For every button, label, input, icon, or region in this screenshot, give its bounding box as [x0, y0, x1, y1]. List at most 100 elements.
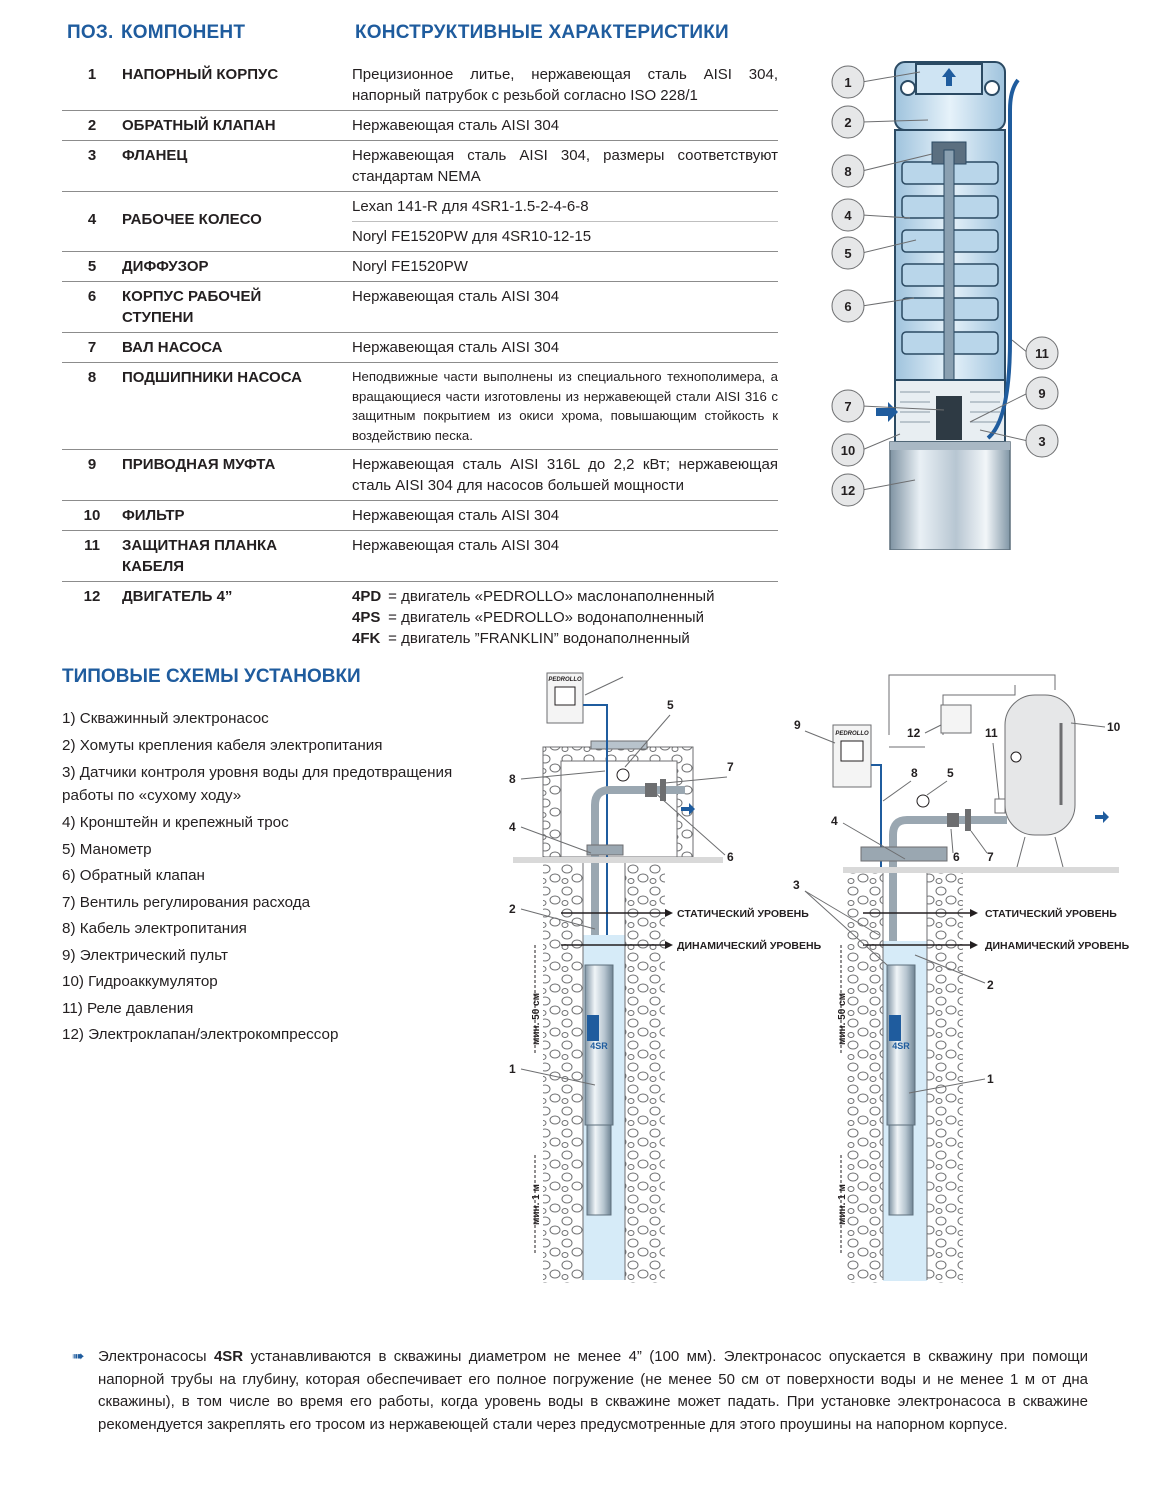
table-row: 3 ФЛАНЕЦ Нержавеющая сталь AISI 304, раз…	[62, 141, 778, 192]
col-pos-header: ПОЗ.	[67, 22, 114, 43]
svg-text:10: 10	[841, 443, 855, 458]
right-label-8: 8	[911, 766, 918, 780]
svg-text:4: 4	[844, 208, 852, 223]
row-pos: 4	[87, 211, 97, 228]
col-component-header: КОМПОНЕНТ	[121, 22, 246, 43]
row-characteristic: Нержавеющая сталь AISI 304	[352, 288, 560, 305]
svg-text:11: 11	[1035, 346, 1049, 361]
right-label-9: 9	[794, 718, 801, 732]
static-level-label-right: СТАТИЧЕСКИЙ УРОВЕНЬ	[985, 907, 1117, 920]
dynamic-level-label-right: ДИНАМИЧЕСКИЙ УРОВЕНЬ	[985, 939, 1130, 952]
row-pos: 11	[84, 537, 100, 554]
left-label-4: 4	[509, 820, 516, 834]
legend-item: 5) Манометр	[62, 840, 152, 858]
row-component: ОБРАТНЫЙ КЛАПАН	[122, 117, 276, 134]
row-component: ПРИВОДНАЯ МУФТА	[122, 456, 276, 473]
right-label-12: 12	[907, 726, 921, 740]
right-label-10: 10	[1107, 720, 1121, 734]
table-row: 1 НАПОРНЫЙ КОРПУС Прецизионное литье, не…	[62, 60, 778, 111]
spec-table: 1 НАПОРНЫЙ КОРПУС Прецизионное литье, не…	[62, 60, 778, 649]
right-label-6: 6	[953, 850, 960, 864]
row-pos: 9	[87, 456, 97, 473]
callout-6: 6	[831, 289, 865, 323]
callout-5: 5	[831, 236, 865, 270]
control-panel-right	[832, 724, 872, 788]
cable-guard	[986, 78, 1020, 440]
right-label-1: 1	[987, 1072, 994, 1086]
legend-item: 4) Кронштейн и крепежный трос	[62, 814, 289, 831]
borehole-pump-right	[886, 964, 916, 1126]
row-pos: 2	[87, 117, 97, 134]
right-label-5: 5	[947, 766, 954, 780]
min-1m-label-left: мин. 1 м	[531, 1184, 542, 1225]
svg-text:9: 9	[1038, 386, 1045, 401]
pump-callouts: 1 2 8 4 5 6 11 7 9 10 3 12	[831, 65, 1059, 507]
svg-text:6: 6	[844, 299, 851, 314]
row-pos: 7	[87, 339, 97, 356]
table-row: 11 ЗАЩИТНАЯ ПЛАНКА КАБЕЛЯ Нержавеющая ст…	[62, 531, 778, 582]
install-legend: 1) Скважинный электронасос 2) Хомуты кре…	[62, 706, 462, 1049]
motor-option: 4PS = двигатель «PEDROLLO» водонаполненн…	[352, 609, 704, 626]
row-pos: 10	[83, 507, 101, 524]
callout-7: 7	[831, 389, 865, 423]
legend-item: 12) Электроклапан/электрокомпрессор	[62, 1026, 339, 1043]
callout-10: 10	[831, 433, 865, 467]
row-component: КОРПУС РАБОЧЕЙ СТУПЕНИ	[122, 288, 262, 326]
row-characteristic: Нержавеющая сталь AISI 304	[352, 507, 560, 524]
row-component: ПОДШИПНИКИ НАСОСА	[122, 369, 302, 386]
pump-mark-right: 4SR	[892, 1041, 910, 1051]
left-label-2: 2	[509, 902, 516, 916]
callout-11: 11	[1025, 336, 1059, 370]
callout-4: 4	[831, 198, 865, 232]
row-component: ЗАЩИТНАЯ ПЛАНКА КАБЕЛЯ	[122, 537, 278, 575]
right-label-3: 3	[793, 878, 800, 892]
svg-text:2: 2	[844, 115, 851, 130]
left-label-1: 1	[509, 1062, 516, 1076]
left-label-8: 8	[509, 772, 516, 786]
row-pos: 8	[87, 369, 97, 386]
pressure-tank	[1004, 694, 1076, 836]
row-pos: 5	[87, 258, 97, 275]
svg-text:3: 3	[1038, 434, 1045, 449]
svg-text:5: 5	[844, 246, 851, 261]
table-row: 12 ДВИГАТЕЛЬ 4” 4PD = двигатель «PEDROLL…	[62, 582, 778, 649]
motor-option: 4PD = двигатель «PEDROLLO» маслонаполнен…	[352, 588, 715, 605]
callout-3: 3	[1025, 424, 1059, 458]
row-pos: 1	[87, 66, 97, 83]
brand-logo-left: PEDROLLO	[548, 677, 582, 683]
svg-text:8: 8	[844, 164, 851, 179]
svg-text:7: 7	[844, 399, 851, 414]
table-row: 6 КОРПУС РАБОЧЕЙ СТУПЕНИ Нержавеющая ста…	[62, 282, 778, 333]
table-row: 10 ФИЛЬТР Нержавеющая сталь AISI 304	[62, 501, 778, 531]
row-characteristic: Прецизионное литье, нержавеющая сталь AI…	[352, 66, 778, 104]
legend-item: 8) Кабель электропитания	[62, 920, 247, 937]
right-label-11: 11	[985, 726, 998, 740]
arrow-right-icon: ➠	[72, 1348, 85, 1365]
legend-item: 3) Датчики контроля уровня воды для пред…	[62, 764, 453, 804]
row-component: ФИЛЬТР	[122, 507, 185, 524]
dynamic-level-label-left: ДИНАМИЧЕСКИЙ УРОВЕНЬ	[677, 939, 822, 952]
brand-logo-right: PEDROLLO	[835, 731, 869, 737]
left-label-6: 6	[727, 850, 734, 864]
row-pos: 12	[83, 588, 101, 605]
table-row: 4 РАБОЧЕЕ КОЛЕСО Lexan 141-R для 4SR1-1.…	[62, 192, 778, 252]
callout-8: 8	[831, 154, 865, 188]
right-label-7: 7	[987, 850, 994, 864]
callout-9: 9	[1025, 376, 1059, 410]
svg-text:12: 12	[841, 483, 855, 498]
install-section-title: ТИПОВЫЕ СХЕМЫ УСТАНОВКИ	[62, 666, 361, 687]
borehole-left-gravel	[543, 863, 583, 1283]
left-label-7: 7	[727, 760, 734, 774]
min-1m-label-right: мин. 1 м	[837, 1184, 848, 1225]
table-row: 5 ДИФФУЗОР Noryl FE1520PW	[62, 252, 778, 282]
static-level-label-left: СТАТИЧЕСКИЙ УРОВЕНЬ	[677, 907, 809, 920]
row-characteristic: Нержавеющая сталь AISI 304	[352, 537, 560, 554]
row-characteristic: Noryl FE1520PW для 4SR10-12-15	[352, 221, 778, 251]
table-row: 7 ВАЛ НАСОСА Нержавеющая сталь AISI 304	[62, 333, 778, 363]
col-characteristics-header: КОНСТРУКТИВНЫЕ ХАРАКТЕРИСТИКИ	[355, 22, 729, 43]
left-installation-diagram: PEDROLLO 4SR СТАТИЧЕСКИЙ УРОВЕНЬ ДИНАМ	[509, 672, 822, 1283]
impeller-stages	[901, 161, 999, 355]
callout-2: 2	[831, 105, 865, 139]
row-characteristic: Нержавеющая сталь AISI 304	[352, 117, 560, 134]
table-row: 9 ПРИВОДНАЯ МУФТА Нержавеющая сталь AISI…	[62, 450, 778, 501]
